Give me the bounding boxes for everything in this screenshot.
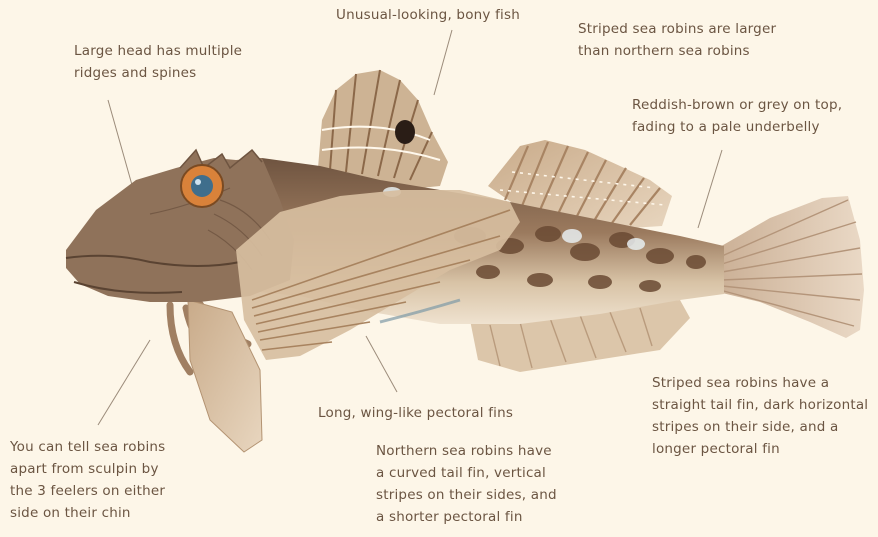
leader-line-feelers — [98, 340, 150, 425]
tail-fin — [718, 196, 864, 338]
annotation-size: Striped sea robins are larger than north… — [578, 18, 776, 62]
leader-line-pectoral — [366, 336, 397, 392]
annotation-striped-sea-robin: Striped sea robins have a straight tail … — [652, 372, 868, 460]
annotation-northern-sea-robin: Northern sea robins have a curved tail f… — [376, 440, 557, 528]
annotation-head: Large head has multiple ridges and spine… — [74, 40, 242, 84]
annotation-bony-fish: Unusual-looking, bony fish — [336, 4, 520, 26]
fish-eye — [181, 165, 223, 207]
leader-line-head — [108, 100, 132, 185]
leader-line-color — [698, 150, 722, 228]
annotation-pectoral-fins: Long, wing-like pectoral fins — [318, 402, 513, 424]
annotation-feelers: You can tell sea robins apart from sculp… — [10, 436, 165, 524]
annotation-color: Reddish-brown or grey on top, fading to … — [632, 94, 842, 138]
leader-line-bony-fish — [434, 30, 452, 95]
